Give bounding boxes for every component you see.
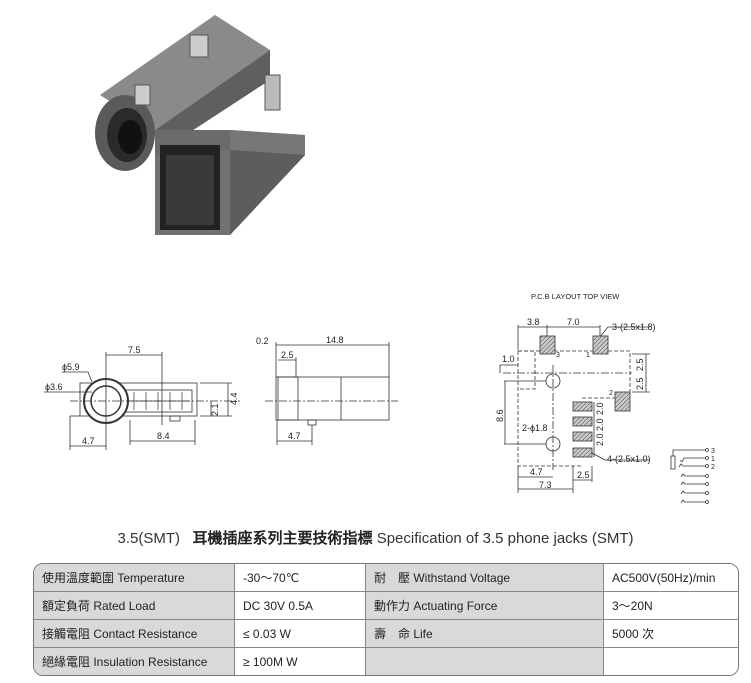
dim-2-5-pcb: 2.5 — [577, 470, 590, 480]
spec-value: ≤ 0.03 W — [235, 620, 366, 648]
schematic-pin: 3 — [711, 448, 715, 455]
dim-2-5-b: 2.5 — [635, 377, 645, 390]
dim-0-2: 0.2 — [256, 336, 269, 346]
spec-label: 絕緣電阻 Insulation Resistance — [34, 648, 235, 675]
spec-title: 3.5(SMT) 耳機插座系列主要技術指標 Specification of 3… — [0, 527, 751, 548]
pitch-3: 2.0 — [595, 433, 605, 446]
pad-small-spec: 4-(2.5x1.0) — [607, 454, 651, 464]
spec-value: 5000 次 — [604, 620, 738, 648]
spec-value — [604, 648, 738, 675]
dim-14-8: 14.8 — [326, 335, 344, 345]
pcb-layout-drawing — [499, 325, 650, 493]
spec-table: 使用溫度範圍 Temperature -30～70℃ 耐 壓 Withstand… — [33, 563, 739, 676]
spec-label: 動作力 Actuating Force — [366, 592, 604, 620]
spec-label: 接觸電阻 Contact Resistance — [34, 620, 235, 648]
dim-4-7-side: 4.7 — [288, 431, 301, 441]
pin-label: 2 — [609, 390, 613, 397]
spec-label: 耐 壓 Withstand Voltage — [366, 564, 604, 592]
dim-7-5: 7.5 — [128, 345, 141, 355]
title-prefix: 3.5(SMT) — [117, 530, 180, 547]
pcb-layout-labels: P.C.B LAYOUT TOP VIEW 3.8 7.0 3-(2.5x1.8… — [495, 292, 656, 490]
dim-phi-outer: ϕ5.9 — [62, 362, 80, 372]
pin-label: 3 — [556, 352, 560, 359]
table-row: 絕緣電阻 Insulation Resistance ≥ 100M W — [34, 648, 738, 675]
dim-8-6: 8.6 — [495, 409, 505, 422]
title-english: Specification of 3.5 phone jacks (SMT) — [376, 530, 634, 547]
dim-7-3: 7.3 — [539, 480, 552, 490]
spec-label: 壽 命 Life — [366, 620, 604, 648]
schematic-pin: 1 — [711, 456, 715, 463]
dim-phi-inner: ϕ3.6 — [45, 382, 63, 392]
dim-8-4: 8.4 — [157, 431, 170, 441]
holes-spec: 2-ϕ1.8 — [522, 423, 548, 433]
table-row: 使用溫度範圍 Temperature -30～70℃ 耐 壓 Withstand… — [34, 564, 738, 592]
spec-value: 3～20N — [604, 592, 738, 620]
spec-label — [366, 648, 604, 675]
spec-value: DC 30V 0.5A — [235, 592, 366, 620]
dim-2-1: 2.1 — [210, 403, 220, 416]
jack-schematic: 3 1 2 — [670, 448, 715, 504]
side-view-drawing — [265, 342, 398, 445]
front-view-labels: ϕ5.9 ϕ3.6 7.5 8.4 4.7 2.1 4.4 — [45, 345, 239, 446]
dim-2-5: 2.5 — [281, 350, 294, 360]
spec-label: 使用溫度範圍 Temperature — [34, 564, 235, 592]
spec-value: ≥ 100M W — [235, 648, 366, 675]
pcb-layout-heading: P.C.B LAYOUT TOP VIEW — [531, 292, 620, 301]
title-chinese: 耳機插座系列主要技術指標 — [192, 530, 373, 547]
dim-1-0: 1.0 — [502, 354, 515, 364]
dim-3-8: 3.8 — [527, 317, 540, 327]
dim-7-0: 7.0 — [567, 317, 580, 327]
spec-value: -30～70℃ — [235, 564, 366, 592]
product-photo — [95, 15, 305, 235]
table-row: 額定負荷 Rated Load DC 30V 0.5A 動作力 Actuatin… — [34, 592, 738, 620]
table-row: 接觸電阻 Contact Resistance ≤ 0.03 W 壽 命 Lif… — [34, 620, 738, 648]
dim-4-7: 4.7 — [82, 436, 95, 446]
side-view-labels: 0.2 14.8 2.5 4.7 — [256, 335, 344, 441]
pitch-1: 2.0 — [595, 402, 605, 415]
schematic-pin: 2 — [711, 464, 715, 471]
spec-label: 額定負荷 Rated Load — [34, 592, 235, 620]
pad-large-spec: 3-(2.5x1.8) — [612, 322, 656, 332]
front-view-drawing — [44, 352, 240, 450]
dim-4-7-pcb: 4.7 — [530, 467, 543, 477]
pin-label: 1 — [586, 352, 590, 359]
dim-2-5-a: 2.5 — [635, 358, 645, 371]
pitch-2: 2.0 — [595, 418, 605, 431]
dim-4-4: 4.4 — [229, 392, 239, 405]
spec-value: AC500V(50Hz)/min — [604, 564, 738, 592]
